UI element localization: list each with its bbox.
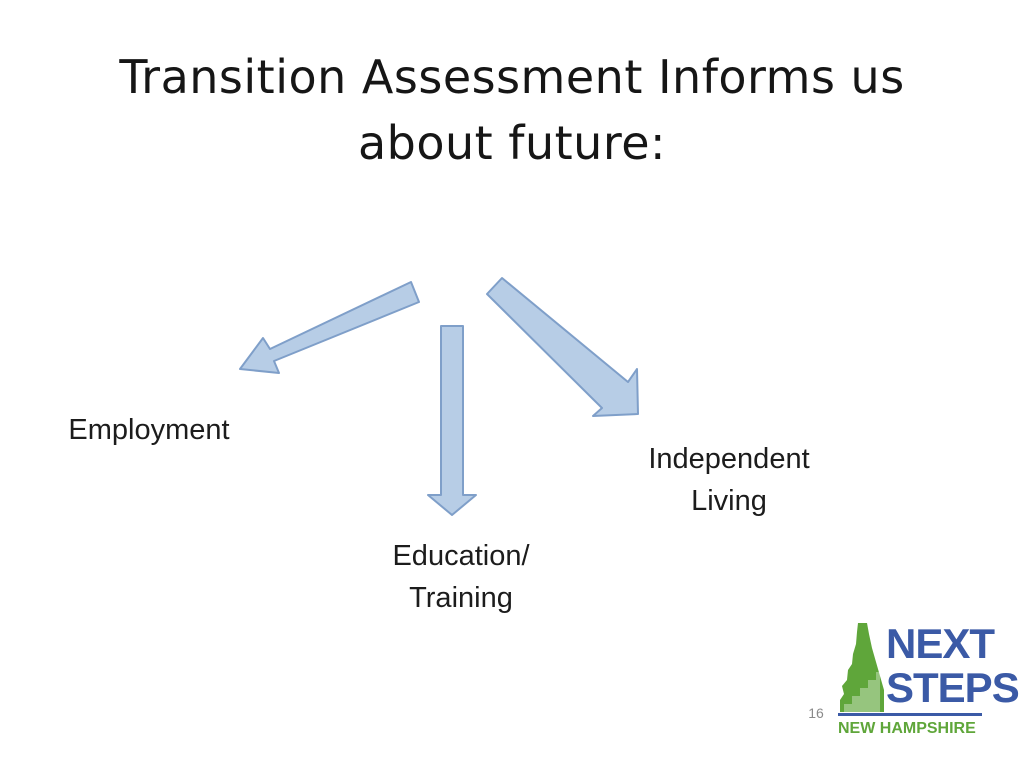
node-education-line-2: Training — [409, 582, 513, 614]
slide-title-line-1: Transition Assessment Informs us — [119, 50, 905, 104]
new-hampshire-state-icon — [840, 623, 884, 712]
arrow-to-education — [427, 325, 477, 516]
logo-divider — [838, 713, 982, 716]
arrow-to-employment — [239, 281, 420, 374]
node-employment-line-1: Employment — [68, 414, 230, 446]
node-employment: Employment — [40, 409, 258, 451]
node-independent-line-2: Living — [691, 485, 767, 517]
node-independent-line-1: Independent — [648, 443, 810, 475]
logo-word-next: NEXT — [886, 620, 995, 667]
slide-title-line-2: about future: — [357, 116, 667, 170]
node-independent-living: Independent Living — [620, 438, 838, 522]
arrow-to-independent — [486, 277, 639, 417]
slide-title: Transition Assessment Informs us about f… — [60, 44, 964, 176]
page-number: 16 — [808, 705, 824, 721]
next-steps-nh-logo: NEXT STEPS NEW HAMPSHIRE — [834, 620, 1020, 745]
logo-word-steps: STEPS — [886, 664, 1020, 711]
node-education-training: Education/ Training — [352, 535, 570, 619]
logo-subtitle: NEW HAMPSHIRE — [838, 720, 976, 737]
node-education-line-1: Education/ — [392, 540, 530, 572]
